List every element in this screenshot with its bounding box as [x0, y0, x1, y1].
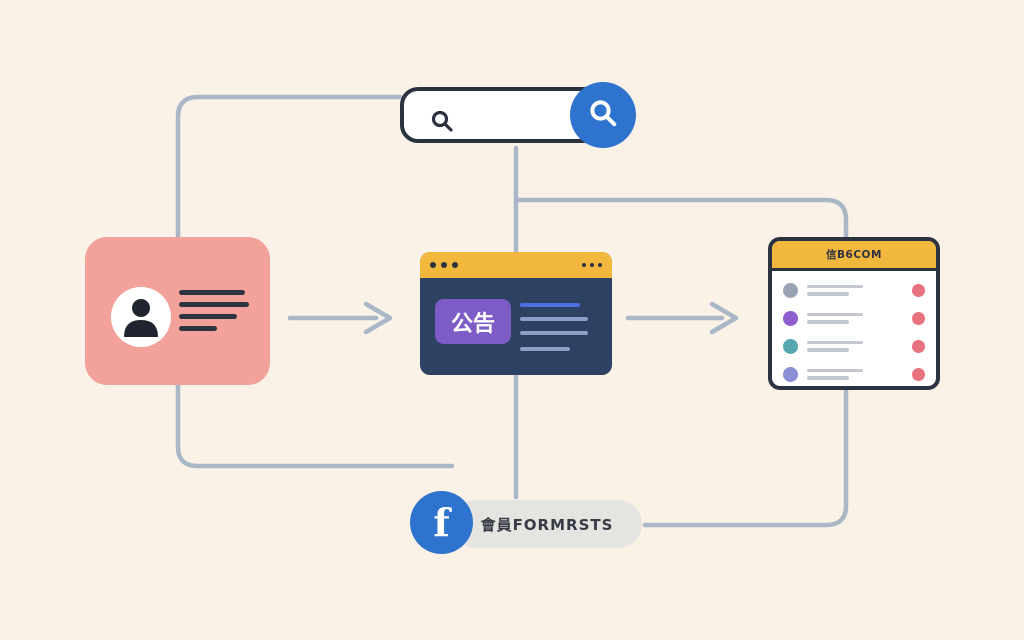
search-icon	[588, 98, 618, 132]
person-icon	[111, 287, 171, 347]
row-action-icon[interactable]	[912, 339, 925, 353]
profile-text-lines	[179, 290, 249, 338]
menu-dots-icon	[582, 263, 602, 267]
window-dots-icon	[430, 262, 458, 268]
arrowhead-profile-to-browser	[363, 301, 393, 335]
avatar	[111, 287, 171, 347]
row-text-lines	[807, 340, 863, 352]
row-text-lines	[807, 284, 863, 296]
browser-card: 公告	[420, 252, 612, 375]
connector-profile-to-search	[175, 94, 403, 240]
members-pill-button[interactable]: 會員FORMRSTS	[452, 500, 642, 548]
list-card: 信B6COM	[768, 237, 940, 390]
row-avatar-icon	[783, 366, 798, 382]
facebook-icon[interactable]: f	[410, 491, 473, 554]
row-text-lines	[807, 368, 863, 380]
arrowhead-browser-to-list	[709, 301, 739, 335]
row-avatar-icon	[783, 310, 798, 326]
list-rows	[772, 271, 936, 386]
connector-list-to-social	[642, 387, 849, 528]
list-row[interactable]	[783, 334, 925, 358]
search-bar-group	[398, 82, 636, 148]
list-row[interactable]	[783, 306, 925, 330]
list-card-header: 信B6COM	[772, 241, 936, 271]
connector-profile-to-social	[175, 382, 455, 469]
list-row[interactable]	[783, 278, 925, 302]
row-text-lines	[807, 312, 863, 324]
profile-card	[85, 237, 270, 385]
search-button[interactable]	[570, 82, 636, 148]
row-avatar-icon	[783, 282, 798, 298]
browser-body: 公告	[420, 278, 612, 375]
list-row[interactable]	[783, 362, 925, 386]
row-action-icon[interactable]	[912, 367, 925, 381]
search-icon	[430, 109, 454, 137]
row-action-icon[interactable]	[912, 311, 925, 325]
announcement-badge[interactable]: 公告	[435, 299, 511, 344]
browser-header	[420, 252, 612, 278]
row-action-icon[interactable]	[912, 283, 925, 297]
row-avatar-icon	[783, 338, 798, 354]
connector-search-to-list	[513, 197, 849, 240]
